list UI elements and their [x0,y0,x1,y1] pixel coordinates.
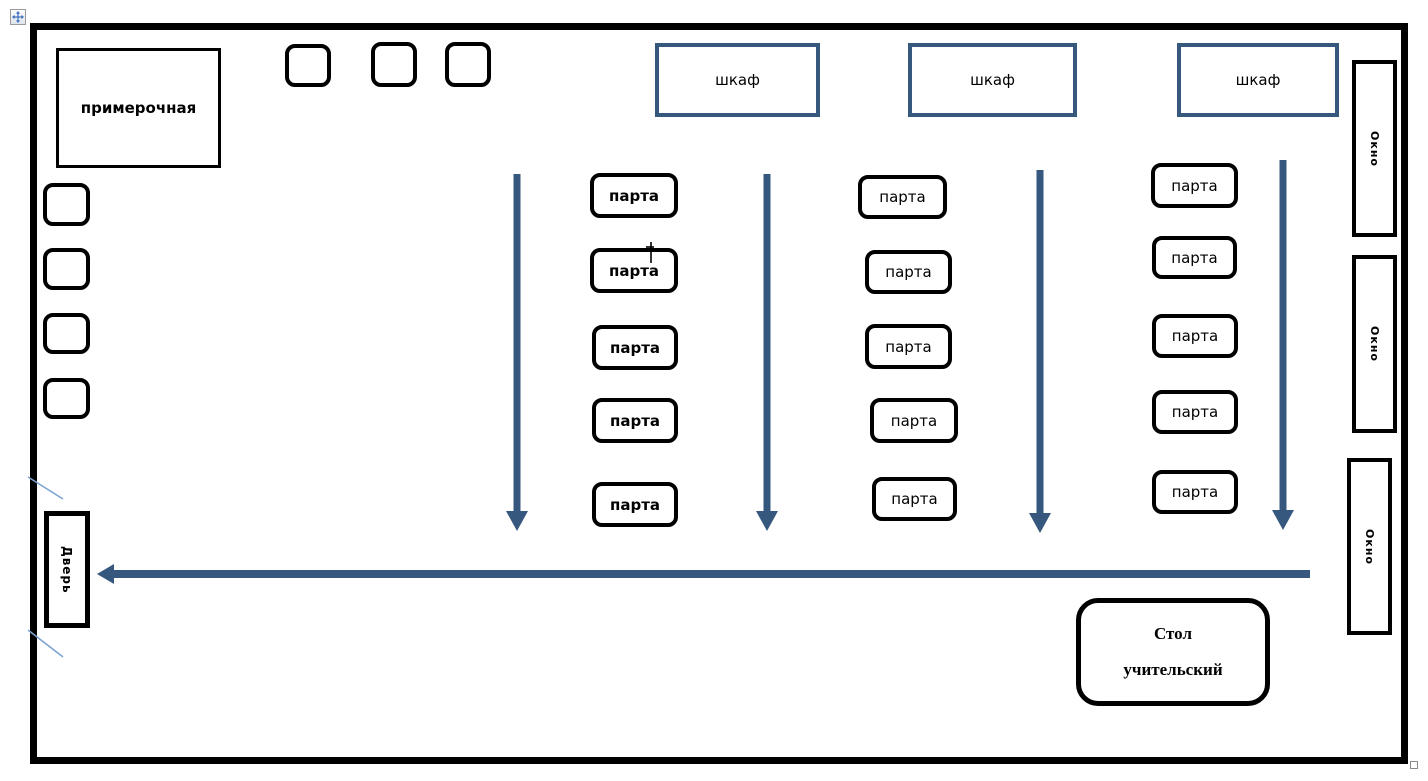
desk-label: парта [609,495,661,514]
desk-c1-r5[interactable]: парта [592,482,678,527]
teacher-desk-line2: учительский [1123,660,1223,679]
fitting-room-label: примерочная [80,99,197,117]
chair-left-1[interactable] [43,183,90,226]
door-box[interactable]: Дверь [44,511,90,628]
teacher-desk-box[interactable]: Стол учительский [1076,598,1270,706]
desk-c2-r1[interactable]: парта [858,175,947,219]
desk-label: парта [609,411,661,430]
cabinet-label: шкаф [715,71,760,89]
move-object-handle[interactable] [10,9,26,25]
window-label: Окно [1363,528,1376,565]
window-2[interactable]: Окно [1352,255,1397,433]
desk-c1-r2[interactable]: парта [590,248,678,293]
desk-c2-r4[interactable]: парта [870,398,958,443]
cabinet-1[interactable]: шкаф [655,43,820,117]
exit-arrow-left[interactable] [97,564,1310,584]
desk-c3-r3[interactable]: парта [1152,314,1238,358]
desk-label: парта [1171,248,1218,267]
desk-label: парта [1171,403,1219,421]
desk-label: парта [1171,176,1218,195]
aisle-arrow-down-2[interactable] [756,174,778,531]
cabinet-2[interactable]: шкаф [908,43,1077,117]
chair-left-4[interactable] [43,378,90,419]
move-icon [12,11,24,23]
window-1[interactable]: Окно [1352,60,1397,237]
desk-label: парта [1171,483,1219,501]
desk-c2-r2[interactable]: парта [865,250,952,294]
desk-c1-r3[interactable]: парта [592,325,678,370]
fitting-room-box[interactable]: примерочная [56,48,221,168]
desk-c1-r1[interactable]: парта [590,173,678,218]
desk-label: парта [608,261,660,280]
desk-label: парта [879,188,926,206]
desk-c3-r2[interactable]: парта [1152,236,1237,279]
cabinet-label: шкаф [970,71,1015,89]
window-label: Окно [1368,130,1381,167]
desk-c3-r5[interactable]: парта [1152,470,1238,514]
desk-label: парта [890,411,938,430]
text-cursor-caret [646,242,654,263]
aisle-arrow-down-1[interactable] [506,174,528,531]
desk-c3-r1[interactable]: парта [1151,163,1238,208]
chair-left-2[interactable] [43,248,90,290]
door-swing-line-bottom [27,629,64,658]
teacher-desk-line1: Стол [1154,624,1192,643]
desk-label: парта [609,338,661,357]
resize-object-handle[interactable] [1410,761,1418,769]
window-label: Окно [1368,326,1381,362]
cabinet-3[interactable]: шкаф [1177,43,1339,117]
desk-c3-r4[interactable]: парта [1152,390,1238,434]
desk-c1-r4[interactable]: парта [592,398,678,443]
chair-top-1[interactable] [285,44,331,87]
door-swing-line-top [27,476,64,500]
desk-label: парта [891,490,938,508]
aisle-arrow-down-3[interactable] [1029,170,1051,533]
chair-top-3[interactable] [445,42,491,87]
door-label: Дверь [60,545,74,594]
cabinet-label: шкаф [1235,71,1281,89]
aisle-arrow-down-4[interactable] [1272,160,1294,530]
desk-label: парта [885,263,932,281]
desk-label: парта [885,337,932,356]
chair-left-3[interactable] [43,313,90,354]
desk-label: парта [608,186,660,205]
desk-c2-r3[interactable]: парта [865,324,952,369]
desk-c2-r5[interactable]: парта [872,477,957,521]
desk-label: парта [1171,327,1219,345]
chair-top-2[interactable] [371,42,417,87]
window-3[interactable]: Окно [1347,458,1392,635]
